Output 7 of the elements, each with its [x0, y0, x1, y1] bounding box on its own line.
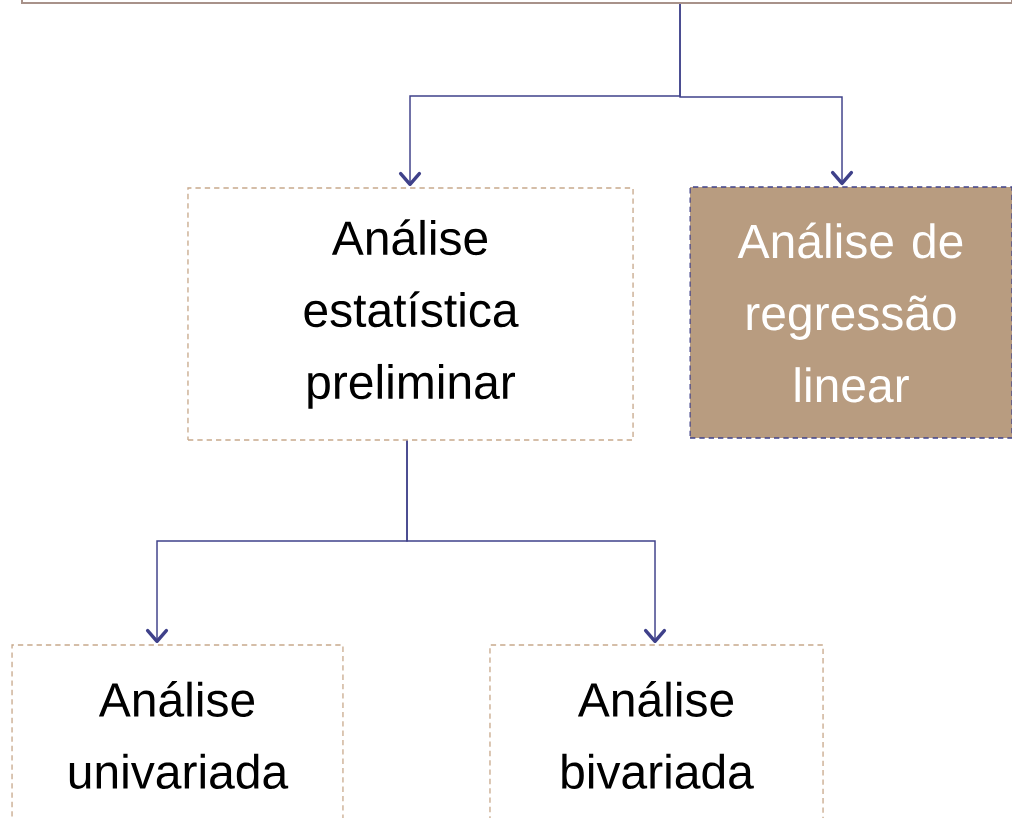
process-box: Análise univariada	[11, 644, 344, 818]
box	[21, 0, 1012, 4]
process-box: Análise estatística preliminar	[187, 187, 634, 441]
arrow	[406, 439, 667, 643]
highlighted-box: Análise de regressão linear	[689, 186, 1012, 439]
arrow	[679, 3, 854, 186]
process-box: Análise bivariada	[489, 644, 824, 818]
